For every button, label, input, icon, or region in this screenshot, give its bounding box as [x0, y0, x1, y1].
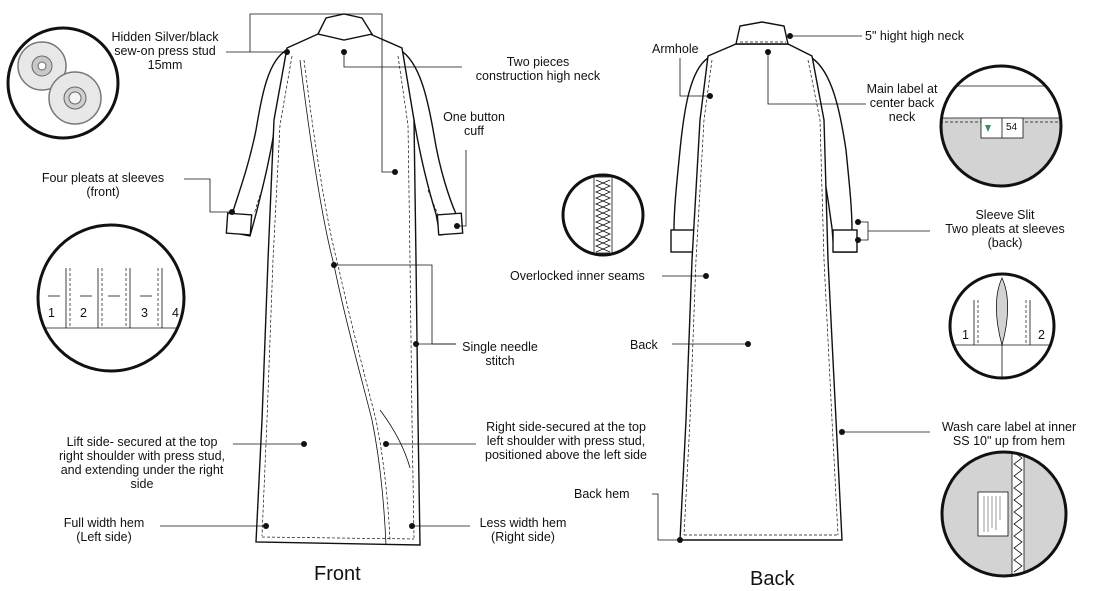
front-view-title: Front — [314, 563, 361, 585]
four-pleats-detail — [36, 223, 186, 373]
callout-back: Back — [630, 338, 658, 352]
front-right-sleeve — [399, 48, 461, 236]
front-left-cuff — [225, 212, 253, 236]
overlock-detail — [561, 173, 645, 257]
pleat-number-1: 1 — [48, 306, 55, 320]
callout-armhole: Armhole — [652, 42, 699, 56]
callout-back-hem: Back hem — [574, 487, 630, 501]
main-label-detail — [939, 64, 1063, 188]
callout-back-high-neck: 5" hight high neck — [865, 29, 964, 43]
press-stud-detail — [6, 26, 120, 140]
back-right-cuff — [832, 229, 858, 253]
front-high-neck — [316, 13, 374, 41]
back-pleat-number-1: 1 — [962, 328, 969, 342]
back-left-cuff — [670, 229, 696, 253]
callout-four-pleats: Four pleats at sleeves(front) — [41, 171, 165, 199]
two-pleats-detail — [948, 272, 1056, 380]
label-size-text: 54 — [1006, 122, 1018, 133]
front-garment — [225, 13, 464, 546]
callout-overlocked-seams: Overlocked inner seams — [510, 269, 645, 283]
front-left-sleeve — [228, 48, 288, 237]
pleat-number-4: 4 — [172, 306, 179, 320]
leader-dots — [229, 33, 861, 543]
pleat-number-2: 2 — [80, 306, 87, 320]
leader-lines — [160, 13, 930, 541]
callout-less-width-hem: Less width hem(Right side) — [479, 516, 567, 544]
wash-care-detail — [940, 450, 1068, 578]
front-overlap-edge — [299, 59, 387, 546]
back-high-neck — [735, 21, 789, 45]
back-garment — [670, 21, 858, 541]
front-right-cuff — [436, 212, 464, 236]
back-view-title: Back — [750, 568, 795, 590]
back-body — [679, 43, 843, 541]
back-pleat-number-2: 2 — [1038, 328, 1045, 342]
pleat-number-3: 3 — [141, 306, 148, 320]
callout-full-width-hem: Full width hem(Left side) — [63, 516, 145, 544]
